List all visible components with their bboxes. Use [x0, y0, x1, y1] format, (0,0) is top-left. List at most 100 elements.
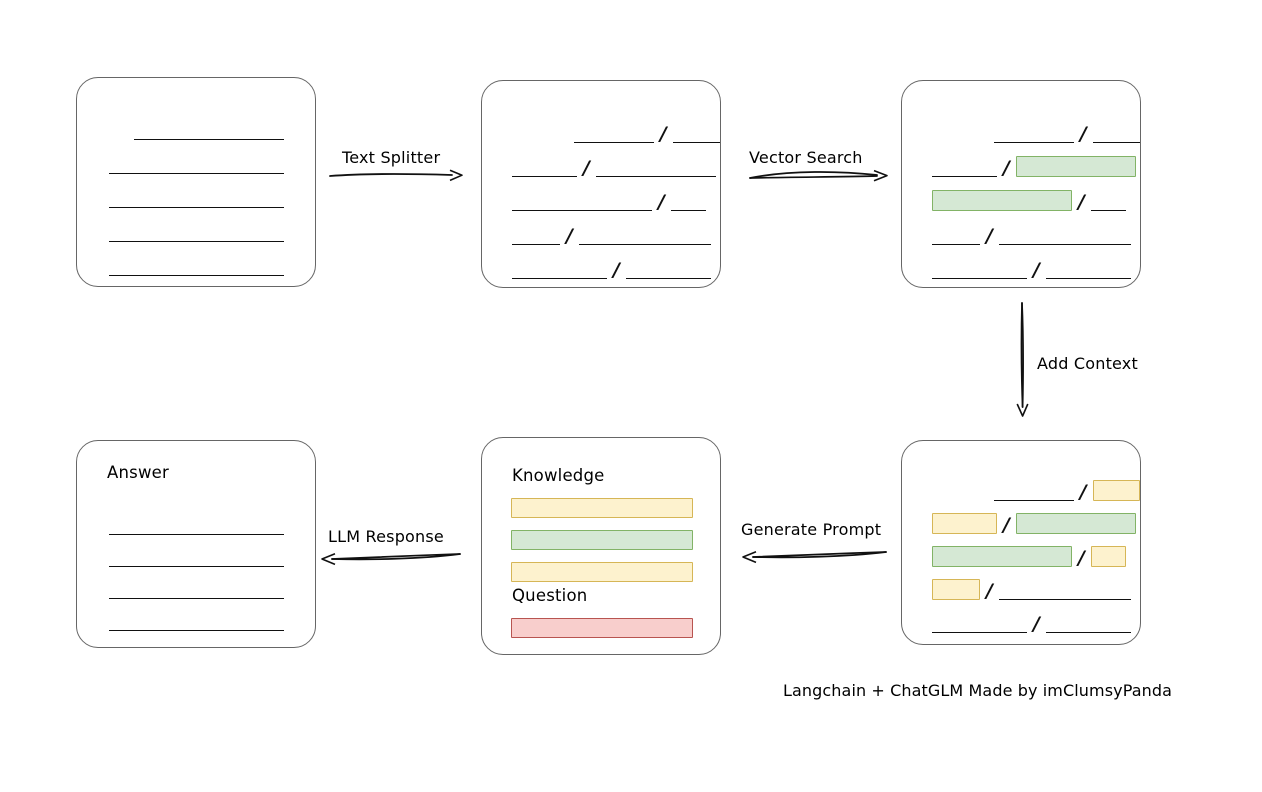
matched-document-rows: / / / / / [902, 81, 1141, 287]
document-row [109, 220, 315, 242]
document-row: / [994, 121, 1141, 145]
knowledge-bar-3 [511, 562, 693, 582]
document-row: / [932, 611, 1140, 634]
segment-separator-slash: / [1033, 259, 1040, 281]
question-bar-1 [511, 618, 693, 638]
answer-rows [77, 441, 315, 647]
text-line-segment [932, 259, 1027, 279]
text-line-segment [625, 259, 711, 279]
text-line-segment [1045, 613, 1131, 633]
segment-separator-slash: / [1003, 157, 1010, 179]
edge-add-context [1014, 302, 1032, 418]
text-line-segment [670, 191, 706, 211]
highlighted-chunk-green [1015, 513, 1136, 534]
text-line-segment [512, 157, 577, 177]
document-row: / [932, 545, 1140, 569]
text-line-segment [109, 222, 284, 242]
text-line-segment [1090, 191, 1126, 211]
document-row: / [932, 155, 1140, 179]
highlighted-chunk-green [932, 190, 1072, 211]
node-split-document[interactable]: / / / / / [481, 80, 721, 288]
node-answer[interactable]: Answer [76, 440, 316, 648]
segment-separator-slash: / [659, 123, 667, 145]
document-row: / [574, 121, 721, 145]
document-row: / [932, 257, 1140, 281]
context-document-rows: / / / / / [902, 441, 1140, 644]
document-row: / [932, 223, 1140, 247]
node-source-document[interactable] [76, 77, 316, 287]
edge-text-splitter [329, 168, 465, 184]
document-row: / [512, 223, 720, 247]
text-line-segment [134, 120, 284, 140]
document-row: / [932, 512, 1140, 536]
highlighted-chunk-yellow [1090, 546, 1126, 567]
document-row [109, 577, 315, 599]
source-document-rows [77, 78, 315, 286]
document-row [109, 254, 315, 276]
text-line-segment [109, 611, 284, 631]
document-row: / [512, 155, 720, 179]
segment-separator-slash: / [566, 225, 573, 247]
document-row [109, 186, 315, 208]
text-line-segment [998, 580, 1131, 600]
knowledge-label: Knowledge [512, 466, 605, 485]
text-line-segment [932, 613, 1027, 633]
document-row: / [932, 189, 1140, 212]
text-line-segment [574, 123, 654, 143]
node-matched-document[interactable]: / / / / / [901, 80, 1141, 288]
highlighted-chunk-yellow [1092, 480, 1140, 501]
highlighted-chunk-yellow [932, 579, 980, 600]
edge-text-splitter-label: Text Splitter [342, 148, 441, 167]
highlighted-chunk-yellow [932, 513, 997, 534]
knowledge-bar-2 [511, 530, 693, 550]
segment-separator-slash: / [1003, 514, 1010, 536]
text-line-segment [512, 225, 560, 245]
text-line-segment [994, 481, 1074, 501]
text-line-segment [1045, 259, 1131, 279]
document-row [134, 118, 315, 140]
footer-credit: Langchain + ChatGLM Made by imClumsyPand… [783, 681, 1173, 700]
segment-separator-slash: / [986, 225, 993, 247]
knowledge-bar-1 [511, 498, 693, 518]
segment-separator-slash: / [613, 259, 620, 281]
segment-separator-slash: / [1078, 547, 1085, 569]
text-line-segment [512, 259, 607, 279]
text-line-segment [109, 188, 284, 208]
document-row [109, 545, 315, 567]
document-row [109, 513, 315, 535]
document-row: / [512, 257, 720, 281]
text-line-segment [109, 256, 284, 276]
text-line-segment [672, 123, 721, 143]
edge-generate-prompt-label: Generate Prompt [741, 520, 882, 539]
edge-vector-search [749, 168, 890, 184]
highlighted-chunk-green [1015, 156, 1136, 177]
text-line-segment [109, 515, 284, 535]
edge-vector-search-label: Vector Search [749, 148, 863, 167]
text-line-segment [994, 123, 1074, 143]
text-line-segment [578, 225, 711, 245]
node-context-document[interactable]: / / / / / [901, 440, 1141, 645]
answer-label: Answer [107, 463, 169, 482]
node-prompt[interactable]: Knowledge Question [481, 437, 721, 655]
text-line-segment [932, 225, 980, 245]
segment-separator-slash: / [658, 191, 665, 213]
edge-llm-response [320, 550, 461, 566]
segment-separator-slash: / [1079, 481, 1087, 503]
text-line-segment [109, 154, 284, 174]
document-row: / [512, 189, 720, 213]
segment-separator-slash: / [583, 157, 590, 179]
segment-separator-slash: / [986, 580, 993, 602]
question-label: Question [512, 586, 588, 605]
document-row [109, 152, 315, 174]
split-document-rows: / / / / / [482, 81, 721, 287]
document-row: / [932, 578, 1140, 602]
text-line-segment [512, 191, 652, 211]
text-line-segment [998, 225, 1131, 245]
edge-llm-response-label: LLM Response [328, 527, 444, 546]
text-line-segment [1092, 123, 1141, 143]
text-line-segment [109, 579, 284, 599]
text-line-segment [932, 157, 997, 177]
text-line-segment [109, 547, 284, 567]
document-row: / [994, 479, 1140, 503]
segment-separator-slash: / [1079, 123, 1087, 145]
